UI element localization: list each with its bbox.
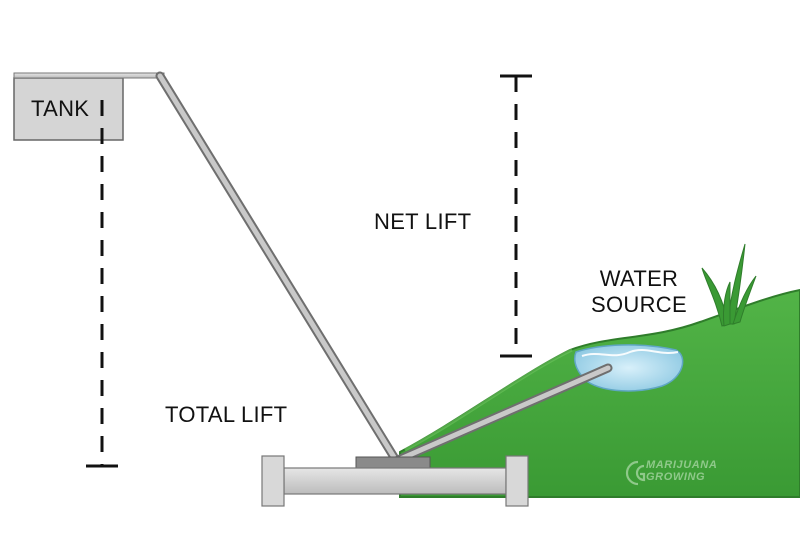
tank-label: TANK (31, 96, 90, 121)
pump-body (283, 467, 507, 495)
tank (13, 77, 124, 141)
pump-left-flange (261, 455, 285, 507)
delivery-pipe-highlight (157, 73, 400, 465)
logo-line-2: GROWING (646, 471, 706, 483)
pump-right-flange (505, 455, 529, 507)
water-source-label: WATER SOURCE (574, 266, 704, 318)
tank-top-pipe (13, 72, 165, 79)
logo-monogram: CG (619, 463, 622, 475)
logo-mark-icon (625, 460, 646, 486)
logo-text: CG MARIJUANA GROWING (646, 459, 717, 483)
total-lift-label: TOTAL LIFT (165, 402, 288, 427)
drive-pipe-highlight (395, 365, 611, 463)
water-ripple (581, 349, 679, 357)
logo-line-1: MARIJUANA (646, 459, 718, 471)
hill-top-highlight (404, 348, 573, 452)
grass-icon (701, 243, 757, 327)
water-source-line-2: SOURCE (591, 291, 687, 317)
net-lift-label: NET LIFT (374, 209, 472, 234)
water-source-line-1: WATER (599, 266, 679, 291)
